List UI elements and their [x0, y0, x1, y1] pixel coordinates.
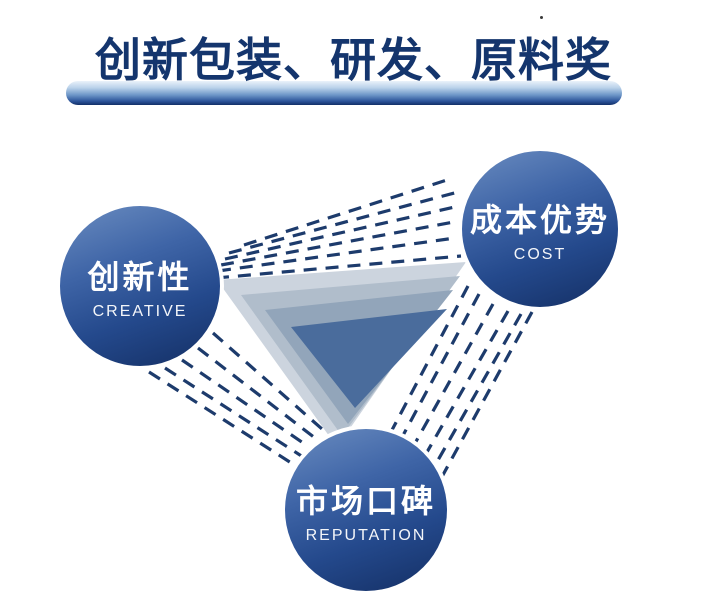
triangle-layer-inner — [291, 309, 447, 408]
node-creative-label-en: CREATIVE — [92, 302, 188, 320]
dash-line — [220, 220, 455, 267]
dash-line — [398, 293, 481, 442]
dash-line — [217, 236, 456, 273]
dash-line — [407, 303, 495, 455]
node-reputation-label-zh: 市场口碑 — [295, 482, 436, 519]
dash-line — [148, 370, 297, 468]
layered-triangle — [217, 262, 466, 447]
node-reputation: 市场口碑 REPUTATION — [281, 425, 451, 595]
node-reputation-label-en: REPUTATION — [305, 526, 427, 544]
dash-line — [228, 190, 459, 255]
connector-cost-reputation — [390, 285, 534, 485]
page-title: 创新包装、研发、原料奖 — [95, 34, 612, 86]
dash-line — [181, 358, 310, 449]
node-cost: 成本优势 COST — [458, 147, 622, 311]
dash-line — [390, 285, 470, 431]
node-creative-label-zh: 创新性 — [87, 258, 193, 295]
dash-line — [427, 313, 523, 477]
dash-line — [197, 346, 316, 440]
dash-line — [215, 254, 462, 280]
node-cost-label-en: COST — [513, 245, 567, 263]
connector-creative-cost — [215, 177, 462, 280]
connector-creative-reputation — [148, 331, 324, 468]
dash-line — [224, 205, 456, 261]
node-creative: 创新性 CREATIVE — [56, 202, 224, 370]
dash-line — [417, 310, 510, 467]
dash-line — [211, 331, 324, 431]
dash-line — [436, 311, 534, 485]
speck-artifact — [540, 16, 543, 19]
dash-line — [164, 366, 304, 459]
node-cost-label-zh: 成本优势 — [469, 201, 610, 238]
title-underline-bar — [66, 81, 622, 105]
dash-line — [243, 177, 451, 247]
